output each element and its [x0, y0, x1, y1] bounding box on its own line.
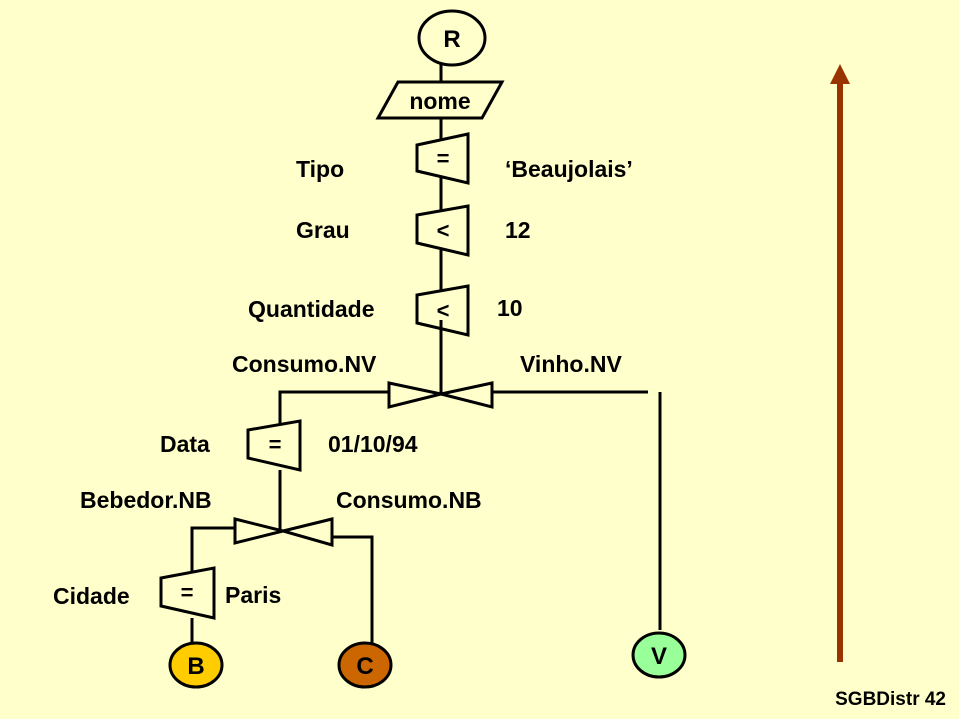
selection-operator: =	[437, 146, 450, 171]
selection-value: Paris	[225, 582, 281, 608]
selection-attribute: Grau	[296, 217, 350, 243]
join-right-attribute: Vinho.NV	[520, 351, 622, 377]
join-right-triangle	[277, 517, 334, 547]
selection-operator: <	[437, 298, 450, 323]
selection-trapezoid	[415, 132, 470, 185]
projection-parallelogram	[375, 80, 505, 120]
join-left-attribute: Bebedor.NB	[80, 487, 212, 513]
join-top: Consumo.NV Vinho.NV	[232, 351, 622, 409]
projection-label: nome	[409, 88, 470, 114]
selection-value: 01/10/94	[328, 431, 418, 457]
relation-c-ellipse	[337, 641, 393, 689]
relation-b-ellipse	[168, 641, 224, 689]
selection-operator: =	[269, 432, 282, 457]
relation-c-label: C	[356, 653, 373, 680]
selection-trapezoid	[415, 204, 470, 257]
edge-join1-left	[278, 390, 389, 425]
relation-c: C	[337, 641, 393, 689]
selection-operator: <	[437, 218, 450, 243]
selection-trapezoid	[246, 419, 302, 472]
join-bottom: Bebedor.NB Consumo.NB	[80, 487, 482, 547]
join-right-triangle	[440, 381, 494, 409]
join-left-triangle	[387, 381, 442, 409]
selection-trapezoid	[415, 284, 470, 337]
up-arrow-icon	[830, 64, 850, 662]
selection-value: 12	[505, 217, 531, 243]
projection-node: nome	[375, 80, 505, 120]
selection-attribute: Cidade	[53, 583, 130, 609]
root-ellipse	[417, 9, 487, 67]
arrow-head	[830, 64, 850, 84]
relation-b: B	[168, 641, 224, 689]
selection-grau: < Grau 12	[296, 204, 531, 257]
selection-value: ‘Beaujolais’	[505, 156, 633, 182]
join-right-attribute: Consumo.NB	[336, 487, 482, 513]
selection-attribute: Tipo	[296, 156, 344, 182]
join-left-triangle	[233, 517, 284, 545]
join-left-attribute: Consumo.NV	[232, 351, 377, 377]
relation-v-label: V	[651, 643, 667, 670]
selection-operator: =	[181, 580, 194, 605]
relation-b-label: B	[187, 653, 204, 680]
selection-value: 10	[497, 295, 523, 321]
edge-join2-left	[190, 526, 235, 572]
selection-tipo: = Tipo ‘Beaujolais’	[296, 132, 633, 185]
edge-join2-right	[332, 535, 374, 650]
root-node: R	[417, 9, 487, 67]
selection-quantidade: < Quantidade 10	[248, 284, 523, 337]
relation-v: V	[631, 631, 687, 679]
slide-footer: SGBDistr 42	[835, 689, 946, 710]
selection-attribute: Quantidade	[248, 296, 375, 322]
selection-attribute: Data	[160, 431, 210, 457]
relation-v-ellipse	[631, 631, 687, 679]
root-label: R	[443, 26, 460, 53]
selection-data: = Data 01/10/94	[160, 419, 418, 472]
selection-trapezoid	[159, 566, 216, 620]
selection-cidade: = Cidade Paris	[53, 566, 281, 620]
